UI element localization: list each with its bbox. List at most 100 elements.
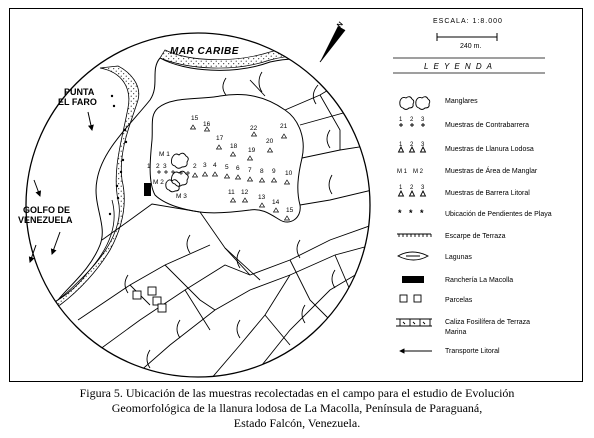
sea-label: MAR CARIBE xyxy=(170,46,239,57)
scale-bar xyxy=(436,33,498,41)
svg-text:22: 22 xyxy=(250,125,258,132)
gulf-label-2: VENEZUELA xyxy=(18,215,73,225)
legend-backbarrier-icon xyxy=(399,123,425,127)
svg-text:13: 13 xyxy=(258,194,266,201)
parcel-squares xyxy=(132,286,167,313)
legend-title-rules xyxy=(393,57,545,74)
svg-text:3: 3 xyxy=(203,162,207,169)
legend-label-parcels: Parcelas xyxy=(445,297,473,304)
svg-text:6: 6 xyxy=(236,165,240,172)
svg-text:15: 15 xyxy=(286,207,294,214)
terrace-arcs xyxy=(124,71,336,369)
svg-text:2: 2 xyxy=(193,163,197,170)
legend-label-mudflat: Muestras de Llanura Lodosa xyxy=(445,146,534,153)
parcel-boundaries xyxy=(77,79,370,377)
legend-label-rancheria: Ranchería La Macolla xyxy=(445,277,513,284)
legend-label-mangroves: Manglares xyxy=(445,98,478,105)
rancheria-building xyxy=(144,183,151,196)
sample-number-labels: 15 16 17 18 19 22 20 21 2 3 4 5 6 7 8 9 … xyxy=(147,115,294,214)
legend-limestone-icon xyxy=(396,318,432,327)
legend-label-mangrove-samples: Muestras de Área de Manglar xyxy=(445,166,538,175)
legend-barrier-icon xyxy=(397,189,427,197)
legend-label-beach-slope: Ubicación de Pendientes de Playa xyxy=(445,211,552,218)
legend-label-limestone: Caliza Fosilífera de Terraza xyxy=(445,319,530,326)
legend-mangrove-icon-2 xyxy=(415,96,431,110)
legend-label-transport: Transporte Litoral xyxy=(445,348,500,355)
svg-text:20: 20 xyxy=(266,138,274,145)
svg-text:4: 4 xyxy=(213,162,217,169)
svg-text:*: * xyxy=(420,208,424,218)
north-label: N xyxy=(336,21,345,29)
svg-text:*: * xyxy=(398,208,402,218)
svg-text:1: 1 xyxy=(399,117,403,123)
svg-text:14: 14 xyxy=(272,199,280,206)
svg-text:18: 18 xyxy=(230,143,238,150)
svg-text:1: 1 xyxy=(399,142,403,148)
mangrove-sample-labels: M 1 M 2 M 3 xyxy=(153,151,187,200)
legend-mudflat-icon xyxy=(397,145,427,153)
svg-text:M 2: M 2 xyxy=(413,169,424,175)
figure-frame xyxy=(9,8,583,382)
svg-text:21: 21 xyxy=(280,123,288,130)
svg-text:8: 8 xyxy=(260,168,264,175)
mudflat xyxy=(149,94,304,223)
svg-text:3: 3 xyxy=(163,163,167,170)
caption-line-1: Figura 5. Ubicación de las muestras reco… xyxy=(79,386,515,400)
scale-bar-label: 240 m. xyxy=(460,43,481,50)
svg-text:2: 2 xyxy=(156,163,160,170)
point-label-1: PUNTA xyxy=(64,87,95,97)
svg-text:7: 7 xyxy=(248,167,252,174)
point-label-2: EL FARO xyxy=(58,97,97,107)
svg-text:M 3: M 3 xyxy=(176,193,187,200)
gulf-label-1: GOLFO DE xyxy=(23,205,70,215)
littoral-transport-arrows xyxy=(28,111,94,263)
svg-text:3: 3 xyxy=(421,117,425,123)
svg-text:M 2: M 2 xyxy=(153,179,164,186)
svg-text:15: 15 xyxy=(191,115,199,122)
svg-text:1: 1 xyxy=(147,163,151,170)
legend-label-barrier: Muestras de Barrera Litoral xyxy=(445,190,530,197)
legend-beach-slope-icon: * * * xyxy=(398,208,424,218)
svg-text:19: 19 xyxy=(248,147,256,154)
figure-caption: Figura 5. Ubicación de las muestras reco… xyxy=(0,386,594,431)
legend-label-backbarrier: Muestras de Contrabarrera xyxy=(445,122,529,129)
beach-slope-markers xyxy=(108,94,128,216)
legend-label-limestone-2: Marina xyxy=(445,329,467,336)
caption-line-3: Estado Falcón, Venezuela. xyxy=(233,416,361,430)
legend-label-scarp: Escarpe de Terraza xyxy=(445,233,506,240)
backbarrier-samples xyxy=(157,170,190,175)
caption-line-2: Geomorfológica de la llanura lodosa de L… xyxy=(111,401,483,415)
svg-text:12: 12 xyxy=(241,189,249,196)
svg-text:2: 2 xyxy=(410,185,414,191)
north-arrow: N xyxy=(319,21,346,63)
mangrove-areas xyxy=(165,152,189,193)
scale-title: ESCALA: 1:8.000 xyxy=(433,18,503,25)
legend-lagoon-icon xyxy=(397,251,429,261)
coastal-barrier xyxy=(39,65,140,311)
svg-text:M 1: M 1 xyxy=(397,169,408,175)
legend-numbers: 1 2 3 1 2 3 1 2 3 M 1 M 2 xyxy=(397,117,425,191)
svg-text:17: 17 xyxy=(216,135,224,142)
svg-text:5: 5 xyxy=(225,164,229,171)
legend-scarp-icon xyxy=(397,233,432,237)
legend-parcel-icon xyxy=(399,294,408,303)
legend-rancheria-icon xyxy=(402,276,424,283)
svg-text:3: 3 xyxy=(421,185,425,191)
svg-text:3: 3 xyxy=(421,142,425,148)
legend-mangrove-icon xyxy=(399,96,415,110)
svg-text:2: 2 xyxy=(410,117,414,123)
svg-text:M 1: M 1 xyxy=(159,151,170,158)
mudflat-samples xyxy=(189,124,291,221)
svg-text:9: 9 xyxy=(272,168,276,175)
svg-text:1: 1 xyxy=(399,185,403,191)
legend-label-lagoon: Lagunas xyxy=(445,254,472,261)
legend-parcel-icon-2 xyxy=(413,294,422,303)
svg-text:16: 16 xyxy=(203,121,211,128)
svg-text:*: * xyxy=(409,208,413,218)
map-circle xyxy=(25,32,371,378)
svg-text:10: 10 xyxy=(285,170,293,177)
legend-title: L E Y E N D A xyxy=(424,62,493,71)
legend-symbols xyxy=(396,96,432,354)
svg-text:2: 2 xyxy=(410,142,414,148)
